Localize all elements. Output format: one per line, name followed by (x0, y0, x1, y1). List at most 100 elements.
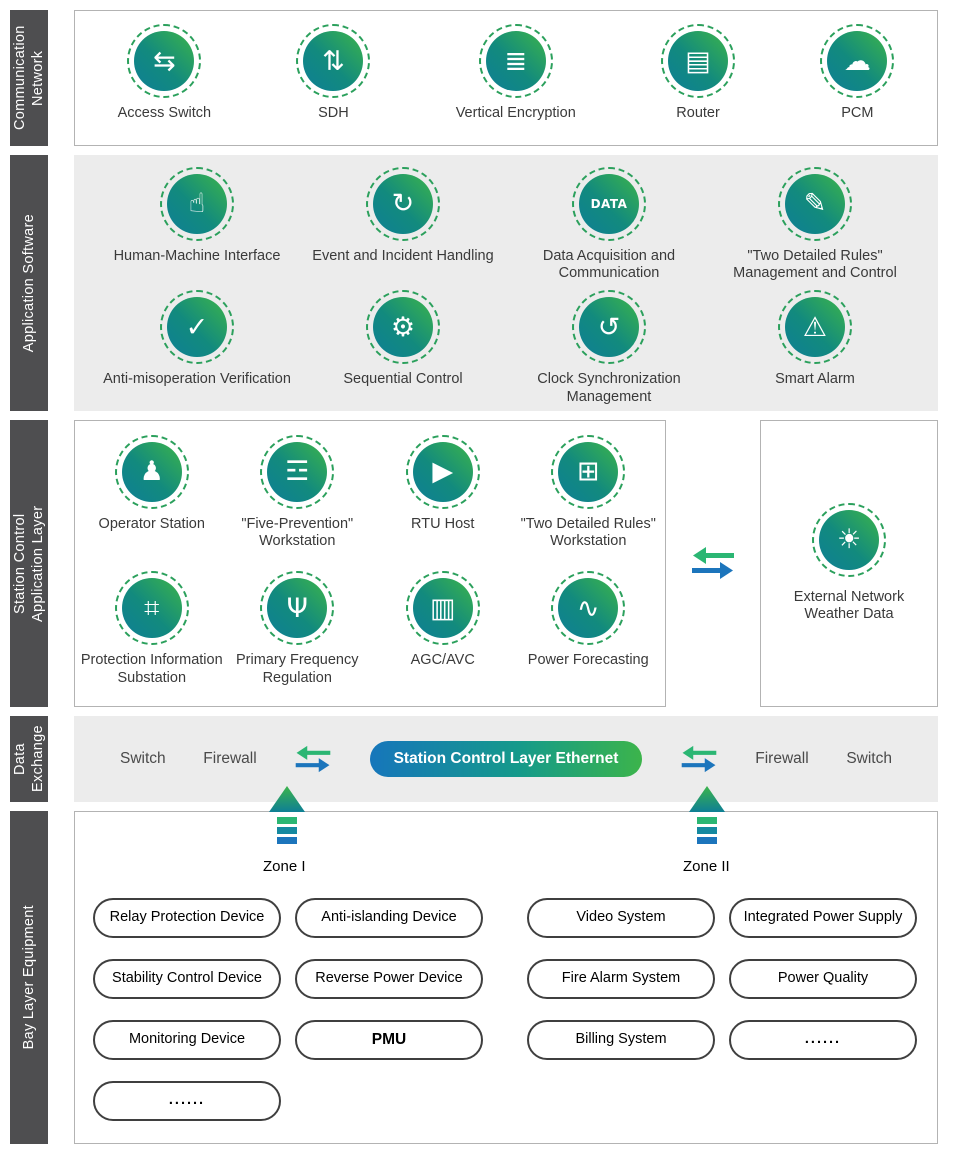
equipment-pill: Video System (527, 897, 715, 938)
application-panel: ☝ Human-Machine Interface ↻ Event and In… (74, 154, 938, 411)
equipment-pill: PMU (295, 1019, 483, 1060)
icon-label: AGC/AVC (410, 652, 475, 669)
equipment-pill: Monitoring Device (93, 1019, 281, 1060)
equipment-pill: Stability Control Device (93, 958, 281, 999)
icon-label: "Two Detailed Rules" Management and Cont… (733, 247, 897, 282)
communication-panel: ⇆ Access Switch ⇅ SDH ≣ Vertical Encrypt… (74, 10, 938, 146)
sequential-control-icon: ⚙ (366, 290, 440, 365)
equipment-pill: Fire Alarm System (527, 958, 715, 999)
app-item: ⚠ Smart Alarm (775, 290, 855, 406)
clock-sync-icon: ↺ (572, 290, 646, 365)
weather-data-icon: ☀ (812, 502, 886, 577)
station-item: ⌗ Protection Information Substation (79, 571, 225, 700)
switch-right-label: Switch (846, 749, 892, 767)
empty-cell (295, 1081, 483, 1121)
human-machine-interface-icon: ☝ (159, 166, 234, 241)
firewall-left-label: Firewall (203, 749, 257, 767)
layer-label: Bay Layer Equipment (20, 905, 37, 1050)
icon-label: Event and Incident Handling (312, 247, 494, 264)
layer-label: Station Control Application Layer (11, 505, 46, 622)
smart-alarm-icon: ⚠ (777, 290, 852, 365)
access-switch-icon: ⇆ (127, 24, 202, 98)
operator-station-icon: ♟ (114, 434, 189, 509)
two-rules-management-icon: ✎ (778, 166, 852, 241)
five-prevention-workstation-icon: ☲ (260, 434, 335, 509)
app-item: DATA Data Acquisition and Communication (514, 166, 704, 283)
station-item: ▥ AGC/AVC (405, 571, 480, 700)
layer-communication-network: Communication Network ⇆ Access Switch ⇅ … (10, 10, 938, 146)
bay-panel: Zone I Zone II Relay Protection Device A… (74, 785, 938, 1144)
station-sync-gap (666, 420, 760, 707)
icon-label: Primary Frequency Regulation (236, 652, 359, 686)
two-rules-workstation-icon: ⊞ (551, 434, 626, 509)
up-arrow-icon (269, 785, 305, 844)
icon-label: "Five-Prevention" Workstation (241, 515, 354, 550)
station-control-ethernet-badge: Station Control Layer Ethernet (369, 740, 642, 777)
icon-label: Data Acquisition and Communication (542, 247, 676, 282)
sync-arrows-icon (681, 745, 716, 773)
equipment-pill: ...... (729, 1019, 917, 1060)
power-forecasting-icon: ∿ (551, 571, 626, 646)
bay-grid: Relay Protection Device Anti-islanding D… (93, 897, 919, 1121)
layer-label-bar: Data Exchange (10, 715, 48, 802)
zone1-group: Relay Protection Device Anti-islanding D… (93, 897, 483, 1121)
app-item: ↺ Clock Synchronization Management (514, 290, 704, 406)
switch-left-label: Switch (120, 749, 166, 767)
icon-label: Operator Station (98, 515, 205, 532)
firewall-right-label: Firewall (755, 749, 809, 767)
rtu-host-icon: ▶ (405, 434, 480, 509)
icon-label: Human-Machine Interface (113, 247, 281, 264)
icon-label: "Two Detailed Rules" Workstation (520, 515, 656, 550)
icon-label: Access Switch (117, 105, 212, 121)
layer-label-bar: Station Control Application Layer (10, 419, 48, 707)
layer-label-bar: Bay Layer Equipment (10, 810, 48, 1144)
sync-arrows-icon (692, 547, 734, 580)
layer-label: Application Software (20, 213, 37, 352)
up-arrow-icon (689, 785, 725, 844)
comm-item: ▤ Router (661, 24, 736, 122)
equipment-pill: Integrated Power Supply (729, 897, 917, 938)
sdh-icon: ⇅ (296, 24, 371, 98)
app-item: ✎ "Two Detailed Rules" Management and Co… (720, 166, 910, 283)
equipment-pill: Power Quality (729, 958, 917, 999)
zone2-label: Zone II (683, 857, 730, 875)
comm-item: ⇆ Access Switch (118, 24, 211, 122)
zone1-label: Zone I (263, 857, 306, 875)
layer-label: Data Exchange (11, 725, 46, 793)
pcm-icon: ☁ (820, 24, 895, 98)
equipment-pill: Relay Protection Device (93, 897, 281, 938)
equipment-pill: Anti-islanding Device (295, 897, 483, 938)
station-item: ∿ Power Forecasting (528, 571, 649, 700)
station-item: ♟ Operator Station (98, 434, 205, 564)
agc-avc-icon: ▥ (405, 571, 480, 646)
app-item: ↻ Event and Incident Handling (312, 166, 494, 283)
station-main-box: ♟ Operator Station ☲ "Five-Prevention" W… (74, 419, 666, 707)
comm-item: ≣ Vertical Encryption (456, 24, 576, 122)
station-item: ⊞ "Two Detailed Rules" Workstation (516, 434, 662, 564)
layer-label-bar: Communication Network (10, 10, 48, 146)
primary-frequency-regulation-icon: Ψ (260, 571, 335, 646)
icon-label: Clock Synchronization Management (537, 371, 681, 405)
layer-bay-equipment: Bay Layer Equipment Zone I (10, 785, 938, 1144)
equipment-pill: Billing System (527, 1019, 715, 1060)
layer-label-bar: Application Software (10, 154, 48, 411)
router-icon: ▤ (661, 24, 736, 98)
icon-label: Vertical Encryption (455, 105, 576, 121)
icon-label: Sequential Control (343, 371, 463, 388)
station-item: ▶ RTU Host (405, 434, 480, 564)
icon-label: PCM (841, 105, 874, 121)
layer-data-exchange: Data Exchange Switch Firewall Station Co… (10, 715, 938, 802)
icon-label: SDH (318, 105, 349, 121)
station-item: Ψ Primary Frequency Regulation (225, 571, 371, 700)
external-weather-box: ☀ External Network Weather Data (760, 419, 938, 707)
sync-arrows-icon (296, 745, 331, 773)
event-incident-handling-icon: ↻ (365, 166, 440, 241)
icon-label: Protection Information Substation (80, 652, 223, 686)
equipment-pill: Reverse Power Device (295, 958, 483, 999)
icon-label: Power Forecasting (527, 652, 649, 669)
icon-label: External Network Weather Data (793, 588, 905, 623)
protection-information-icon: ⌗ (114, 571, 189, 646)
data-acquisition-icon: DATA (572, 166, 646, 241)
icon-label: Router (676, 105, 720, 121)
